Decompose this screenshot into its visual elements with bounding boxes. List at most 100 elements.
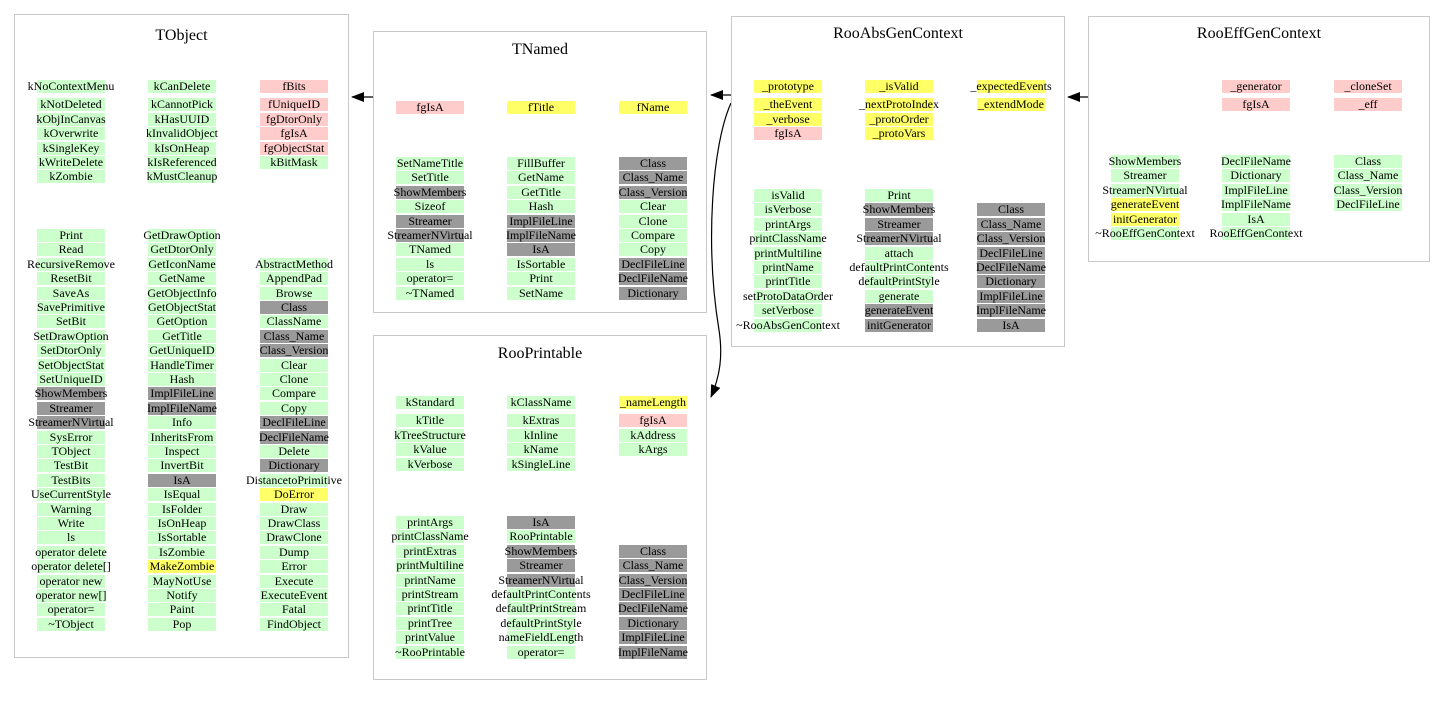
member-cell: fgIsA bbox=[260, 127, 328, 141]
member-cell: ShowMembers bbox=[1108, 154, 1182, 168]
member-cell: _cloneSet bbox=[1334, 80, 1402, 93]
member-cell: Clone bbox=[619, 214, 687, 228]
member-cell: ~TObject bbox=[37, 617, 105, 631]
member-cell: Class_Version bbox=[259, 343, 329, 358]
member-cell: Class bbox=[619, 544, 687, 558]
member-cell: printName bbox=[754, 261, 822, 274]
member-cell: Dictionary bbox=[1222, 169, 1290, 183]
member-cell: FindObject bbox=[260, 617, 328, 631]
member-cell: _theEvent bbox=[754, 98, 822, 112]
member-cell: kValue bbox=[396, 443, 464, 457]
member-cell: fUniqueID bbox=[260, 98, 328, 112]
member-cell: kBitMask bbox=[260, 156, 328, 169]
member-cell: Class_Name bbox=[260, 329, 328, 343]
member-cell: DeclFileName bbox=[618, 601, 688, 616]
member-cell: DeclFileName bbox=[618, 271, 688, 286]
member-cell: ~RooPrintable bbox=[395, 644, 465, 659]
member-cell: defaultPrintContents bbox=[849, 260, 949, 274]
member-cell: SetDtorOnly bbox=[37, 344, 105, 358]
member-cell: DeclFileLine bbox=[619, 588, 687, 601]
member-cell: isVerbose bbox=[754, 203, 822, 217]
member-cell: TestBit bbox=[37, 459, 105, 473]
member-cell: GetName bbox=[148, 272, 216, 286]
member-cell: kCannotPick bbox=[148, 98, 216, 112]
member-cell: SetObjectStat bbox=[37, 357, 105, 372]
class-box-rooabsgencontext: RooAbsGenContext_prototype_theEvent_verb… bbox=[731, 16, 1065, 347]
member-cell: IsSortable bbox=[148, 531, 216, 545]
member-cell: generateEvent bbox=[864, 303, 934, 318]
member-cell: kName bbox=[507, 443, 575, 457]
member-cell: TNamed bbox=[396, 243, 464, 257]
member-cell: kTitle bbox=[396, 414, 464, 428]
member-cell: defaultPrintStyle bbox=[500, 615, 582, 630]
member-cell: RooPrintable bbox=[507, 530, 575, 544]
member-cell: IsOnHeap bbox=[148, 517, 216, 530]
member-cell: Info bbox=[148, 416, 216, 430]
member-cell: _verbose bbox=[754, 112, 822, 126]
member-cell: GetUniqueID bbox=[148, 343, 216, 358]
member-cell: fgObjectStat bbox=[260, 141, 328, 155]
member-cell: SysError bbox=[37, 430, 105, 444]
member-cell: IsEqual bbox=[148, 488, 216, 502]
member-cell: kIsReferenced bbox=[147, 155, 217, 169]
member-cell: Error bbox=[260, 560, 328, 574]
member-cell: Dump bbox=[260, 545, 328, 559]
member-cell: _nameLength bbox=[619, 395, 687, 409]
member-cell: SetDrawOption bbox=[33, 328, 109, 343]
member-cell: FillBuffer bbox=[507, 157, 575, 170]
member-cell: ImplFileName bbox=[147, 400, 217, 415]
member-cell: GetDrawOption bbox=[143, 228, 221, 242]
member-cell: kAddress bbox=[619, 428, 687, 442]
member-cell: fBits bbox=[260, 80, 328, 93]
member-cell: Hash bbox=[507, 200, 575, 214]
member-cell: Dictionary bbox=[260, 459, 328, 473]
member-cell: DoError bbox=[260, 488, 328, 502]
member-cell: defaultPrintStyle bbox=[858, 274, 940, 289]
member-cell: StreamerNVirtual bbox=[1102, 182, 1188, 197]
member-cell: IsA bbox=[1222, 212, 1290, 226]
member-cell: Streamer bbox=[507, 559, 575, 573]
member-cell: Copy bbox=[260, 401, 328, 415]
member-cell: StreamerNVirtual bbox=[387, 228, 473, 242]
member-cell: SavePrimitive bbox=[37, 300, 105, 314]
member-cell: Compare bbox=[260, 387, 328, 401]
member-cell: printTree bbox=[396, 616, 464, 630]
member-cell: Streamer bbox=[1111, 169, 1179, 183]
member-cell: _prototype bbox=[754, 80, 822, 93]
member-cell: Class_Version bbox=[1333, 182, 1403, 197]
member-cell: GetName bbox=[507, 171, 575, 185]
member-cell: IsA bbox=[977, 318, 1045, 332]
member-cell: Dictionary bbox=[977, 275, 1045, 289]
member-cell: HandleTimer bbox=[148, 358, 216, 372]
member-cell: UseCurrentStyle bbox=[31, 487, 111, 502]
member-cell: ExecuteEvent bbox=[260, 588, 328, 602]
member-cell: printStream bbox=[396, 588, 464, 601]
member-cell: Dictionary bbox=[619, 286, 687, 300]
member-cell: ImplFileName bbox=[618, 644, 688, 659]
member-cell: _isValid bbox=[865, 80, 933, 93]
member-cell: _generator bbox=[1222, 80, 1290, 93]
member-cell: Class_Version bbox=[618, 184, 688, 199]
member-cell: ShowMembers bbox=[504, 543, 578, 558]
member-cell: ~RooAbsGenContext bbox=[736, 317, 840, 332]
member-cell: GetDtorOnly bbox=[148, 243, 216, 257]
member-cell: Class_Name bbox=[619, 559, 687, 573]
member-cell: Class_Name bbox=[977, 217, 1045, 231]
member-cell: kVerbose bbox=[396, 457, 464, 471]
member-cell: SaveAs bbox=[37, 286, 105, 300]
member-cell: StreamerNVirtual bbox=[28, 415, 114, 430]
member-cell: IsA bbox=[507, 243, 575, 257]
member-cell: MakeZombie bbox=[148, 559, 216, 574]
member-cell: GetTitle bbox=[507, 185, 575, 199]
member-cell: StreamerNVirtual bbox=[856, 231, 942, 246]
member-cell: printClassName bbox=[391, 529, 469, 544]
member-cell: fgIsA bbox=[396, 101, 464, 114]
member-cell: ImplFileName bbox=[506, 228, 576, 242]
member-cell: initGenerator bbox=[1111, 212, 1179, 226]
member-cell: operator= bbox=[396, 272, 464, 286]
member-cell: SetNameTitle bbox=[396, 156, 464, 170]
member-cell: IsA bbox=[148, 473, 216, 487]
